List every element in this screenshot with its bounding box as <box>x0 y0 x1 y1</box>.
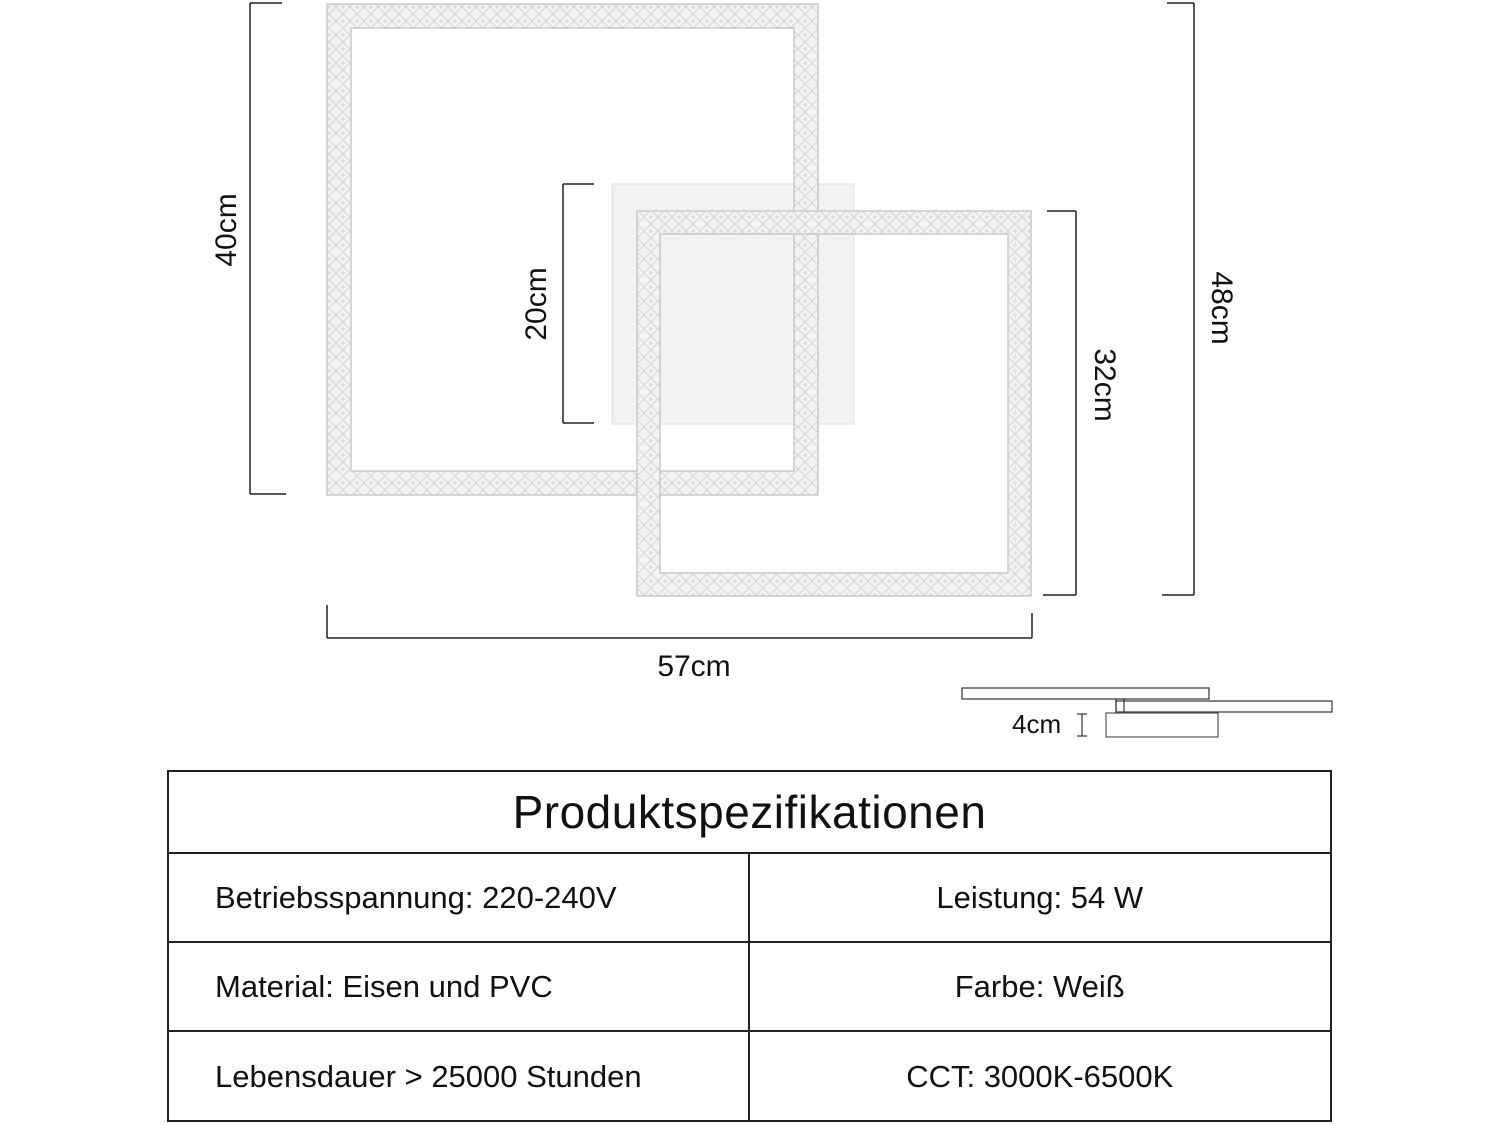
large-square-frame <box>326 3 819 496</box>
lamp-dimension-diagram: 40cm 20cm 32cm 48cm 57cm 4cm <box>210 2 1333 739</box>
spec-row: Betriebsspannung: 220-240V Leistung: 54 … <box>169 854 1330 943</box>
spec-row: Material: Eisen und PVC Farbe: Weiß <box>169 943 1330 1032</box>
depth-marker <box>1077 713 1087 737</box>
spec-cell-color: Farbe: Weiß <box>954 968 1125 1004</box>
spec-cell-power: Leistung: 54 W <box>936 879 1144 915</box>
spec-table: Produktspezifikationen Betriebsspannung:… <box>167 770 1332 1122</box>
dimension-label-48cm: 48cm <box>1205 271 1238 344</box>
dimension-line-32cm <box>1043 210 1077 596</box>
spec-cell-cct: CCT: 3000K-6500K <box>906 1058 1174 1094</box>
dimension-line-57cm <box>326 605 1033 639</box>
dimension-label-20cm: 20cm <box>520 267 553 340</box>
small-square-frame <box>636 210 1032 597</box>
spec-cell-material: Material: Eisen und PVC <box>169 943 750 1030</box>
dimension-label-32cm: 32cm <box>1088 348 1121 421</box>
dimension-label-40cm: 40cm <box>210 193 243 266</box>
spec-row: Lebensdauer > 25000 Stunden CCT: 3000K-6… <box>169 1032 1330 1121</box>
spec-table-title: Produktspezifikationen <box>169 772 1330 854</box>
spec-cell-lifetime: Lebensdauer > 25000 Stunden <box>169 1032 750 1121</box>
dimension-label-57cm: 57cm <box>657 650 730 683</box>
side-profile-view <box>961 687 1333 738</box>
spec-cell-voltage: Betriebsspannung: 220-240V <box>169 854 750 941</box>
dimension-line-48cm <box>1162 2 1195 596</box>
dimension-line-40cm <box>249 2 286 495</box>
dimension-label-4cm: 4cm <box>1012 709 1061 739</box>
dimension-line-20cm <box>562 183 594 424</box>
